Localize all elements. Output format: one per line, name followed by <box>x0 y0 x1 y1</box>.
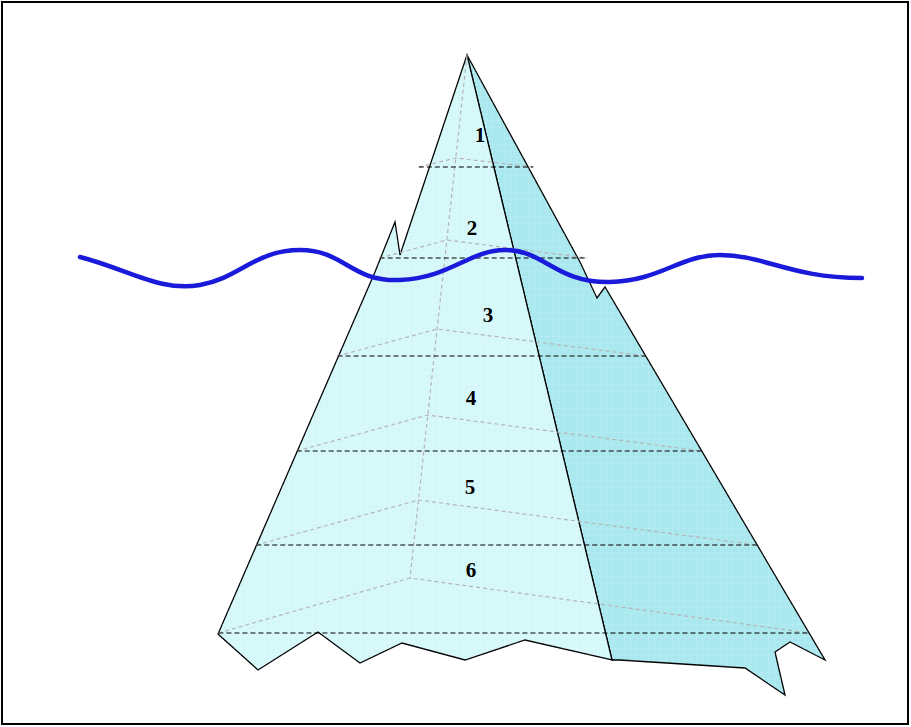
hidden-edge <box>297 415 702 451</box>
water-line <box>80 250 862 286</box>
hidden-edge <box>218 578 809 633</box>
hidden-edge <box>419 158 533 167</box>
layer-number: 1 <box>475 125 486 146</box>
level-line <box>338 355 646 356</box>
layer-number: 6 <box>466 560 477 581</box>
level-line <box>256 544 757 545</box>
level-line <box>297 450 702 451</box>
hidden-edge <box>256 500 757 545</box>
layer-number: 4 <box>466 388 477 409</box>
level-lines <box>218 167 809 633</box>
layer-number: 2 <box>467 218 478 239</box>
level-line <box>419 166 533 167</box>
hidden-edge <box>338 329 646 356</box>
hidden-edges <box>218 55 809 633</box>
level-line <box>380 257 587 258</box>
level-line <box>218 632 809 633</box>
iceberg-front-face <box>218 55 612 670</box>
layer-number: 3 <box>483 305 494 326</box>
iceberg-front-texture <box>218 55 612 670</box>
layer-number: 5 <box>465 477 476 498</box>
